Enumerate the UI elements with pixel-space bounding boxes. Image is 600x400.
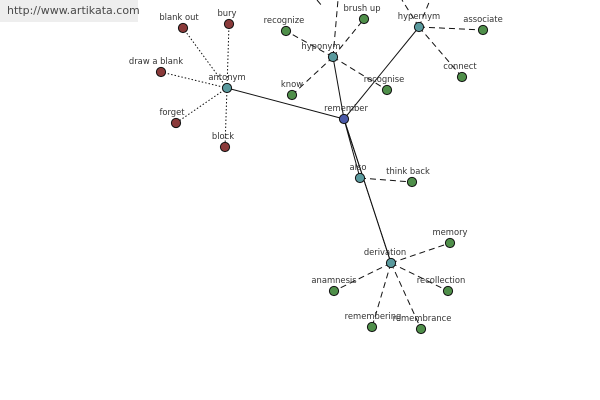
relation-node-also[interactable]: [354, 172, 366, 184]
edge-antonym-forget: [175, 87, 228, 124]
edge-offscreen-1: [316, 0, 323, 7]
relation-label-derivation[interactable]: derivation: [364, 247, 406, 257]
edge-hyponym-recognise: [332, 56, 388, 91]
edge-center-antonym: [226, 87, 345, 120]
edge-antonym-draw-a-blank: [160, 71, 228, 89]
site-url-watermark[interactable]: http://www.artikata.com: [0, 0, 140, 22]
word-node-draw-a-blank[interactable]: [155, 66, 167, 78]
word-node-remembrance[interactable]: [415, 323, 427, 335]
edge-center-hypernym: [343, 26, 420, 120]
word-node-block[interactable]: [219, 141, 231, 153]
word-label-recognise[interactable]: recognise: [364, 74, 405, 84]
center-node[interactable]: [338, 113, 350, 125]
word-label-block[interactable]: block: [212, 131, 234, 141]
edge-antonym-block: [224, 87, 228, 148]
word-label-anamnesis[interactable]: anamnesis: [311, 275, 356, 285]
word-node-connect[interactable]: [456, 71, 468, 83]
edge-center-hyponym: [332, 56, 345, 120]
relation-node-derivation[interactable]: [385, 257, 397, 269]
edge-derivation-anamnesis: [333, 262, 392, 292]
edge-derivation-remembrance: [390, 262, 422, 330]
word-node-remembering[interactable]: [366, 321, 378, 333]
edge-hyponym-brush-up: [332, 18, 365, 58]
word-node-anamnesis[interactable]: [328, 285, 340, 297]
edge-center-also: [343, 118, 361, 179]
word-node-think-back[interactable]: [406, 176, 418, 188]
relation-label-also[interactable]: also: [350, 162, 367, 172]
word-node-forget[interactable]: [170, 117, 182, 129]
relation-node-hypernym[interactable]: [413, 21, 425, 33]
relation-label-hypernym[interactable]: hypernym: [398, 11, 440, 21]
word-node-know[interactable]: [286, 89, 298, 101]
word-label-blank-out[interactable]: blank out: [159, 12, 199, 22]
relation-node-hyponym[interactable]: [327, 51, 339, 63]
edge-also-think-back: [359, 177, 413, 183]
edge-center-derivation-direct: [343, 118, 392, 264]
word-node-recognize[interactable]: [280, 25, 292, 37]
edge-offscreen-3: [401, 0, 420, 28]
word-node-memory[interactable]: [444, 237, 456, 249]
word-node-brush-up[interactable]: [358, 13, 370, 25]
word-node-associate[interactable]: [477, 24, 489, 36]
word-label-bury[interactable]: bury: [217, 8, 236, 18]
word-label-forget[interactable]: forget: [159, 107, 185, 117]
word-label-associate[interactable]: associate: [463, 14, 502, 24]
edge-hypernym-connect: [418, 26, 463, 78]
word-label-recollection[interactable]: recollection: [417, 275, 466, 285]
relation-label-hyponym[interactable]: hyponym: [301, 41, 340, 51]
edge-antonym-bury: [226, 23, 230, 89]
edge-derivation-memory: [390, 242, 451, 264]
edge-hyponym-recognize: [285, 30, 334, 58]
center-label[interactable]: remember: [324, 103, 368, 113]
word-node-recognise[interactable]: [381, 84, 393, 96]
word-label-remembrance[interactable]: remembrance: [393, 313, 452, 323]
relation-node-antonym[interactable]: [221, 82, 233, 94]
word-label-brush-up[interactable]: brush up: [343, 3, 380, 13]
word-label-think-back[interactable]: think back: [386, 166, 430, 176]
word-label-memory[interactable]: memory: [433, 227, 468, 237]
edge-derivation-recollection: [390, 262, 449, 292]
word-label-draw-a-blank[interactable]: draw a blank: [129, 56, 183, 66]
word-label-know[interactable]: know: [281, 79, 303, 89]
edge-hypernym-associate: [418, 26, 484, 31]
relation-label-antonym[interactable]: antonym: [208, 72, 245, 82]
word-node-bury[interactable]: [223, 18, 235, 30]
word-label-recognize[interactable]: recognize: [264, 15, 305, 25]
word-node-blank-out[interactable]: [177, 22, 189, 34]
edge-derivation-remembering: [371, 262, 392, 328]
edge-hyponym-know: [291, 56, 334, 96]
word-label-connect[interactable]: connect: [443, 61, 477, 71]
word-label-remembering[interactable]: remembering: [345, 311, 402, 321]
word-node-recollection[interactable]: [442, 285, 454, 297]
